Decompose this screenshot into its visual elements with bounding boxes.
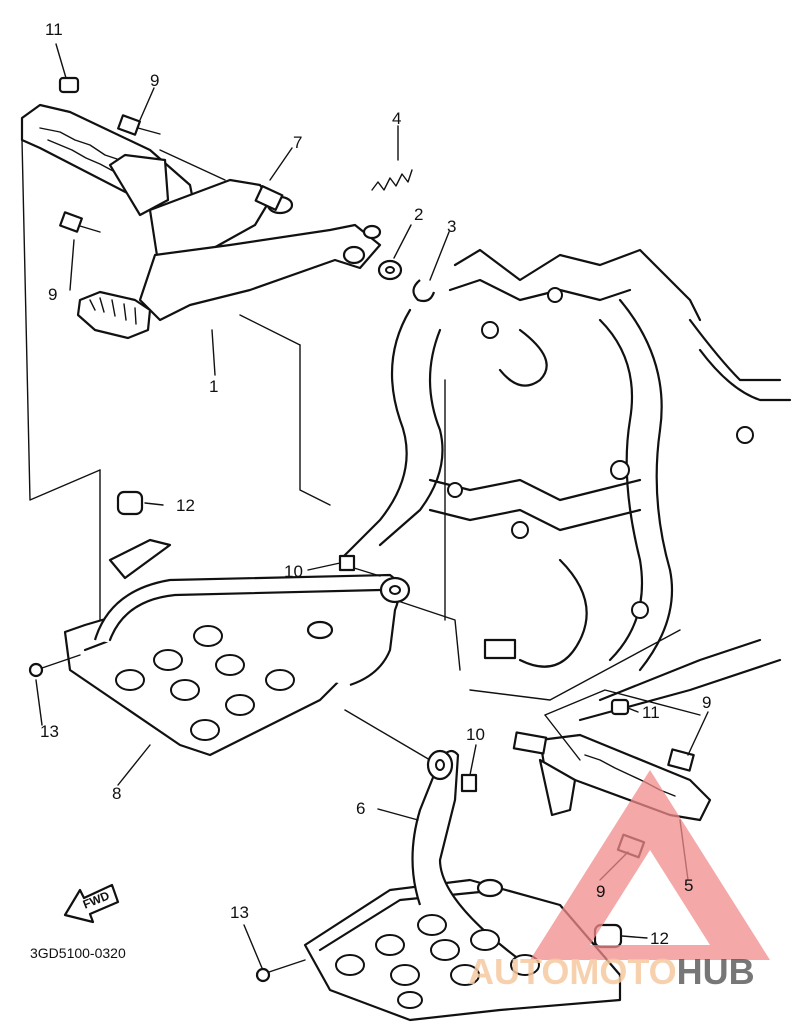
callout-4: 4 [392, 109, 401, 128]
watermark-text: AUTOMOTOHUB [468, 951, 755, 992]
callout-9-lower: 9 [596, 882, 605, 901]
fwd-direction-arrow: FWD [63, 883, 120, 924]
callout-12-right: 12 [650, 929, 669, 948]
callout-6: 6 [356, 799, 365, 818]
callout-13-left: 13 [40, 722, 59, 741]
drawing-code: 3GD5100-0320 [30, 945, 126, 961]
callout-2: 2 [414, 205, 423, 224]
callout-12-left: 12 [176, 496, 195, 515]
watermark-triangle [530, 770, 770, 960]
callout-13-right: 13 [230, 903, 249, 922]
callout-3: 3 [447, 217, 456, 236]
callout-10-right: 10 [466, 725, 485, 744]
footrest-left-assembly [20, 76, 436, 641]
watermark-text-part2: HUB [677, 951, 755, 992]
frame-drawing [299, 248, 792, 761]
callout-7: 7 [293, 133, 302, 152]
callout-5: 5 [684, 876, 693, 895]
watermark-text-part1: AUTOMOTO [468, 951, 677, 992]
callout-10-left: 10 [284, 562, 303, 581]
callout-9-right: 9 [702, 693, 711, 712]
callout-labels: 1 2 3 4 5 6 7 8 9 9 9 9 10 10 11 11 12 1… [40, 20, 711, 948]
callout-9-top: 9 [150, 71, 159, 90]
callout-1: 1 [209, 377, 218, 396]
callout-11-top: 11 [45, 20, 63, 39]
callout-8: 8 [112, 784, 121, 803]
guard-right-assembly [255, 749, 623, 1022]
callout-9-left: 9 [48, 285, 57, 304]
guard-left-assembly [28, 490, 411, 757]
watermark-logo [530, 770, 770, 960]
callout-11-right: 11 [642, 703, 660, 722]
